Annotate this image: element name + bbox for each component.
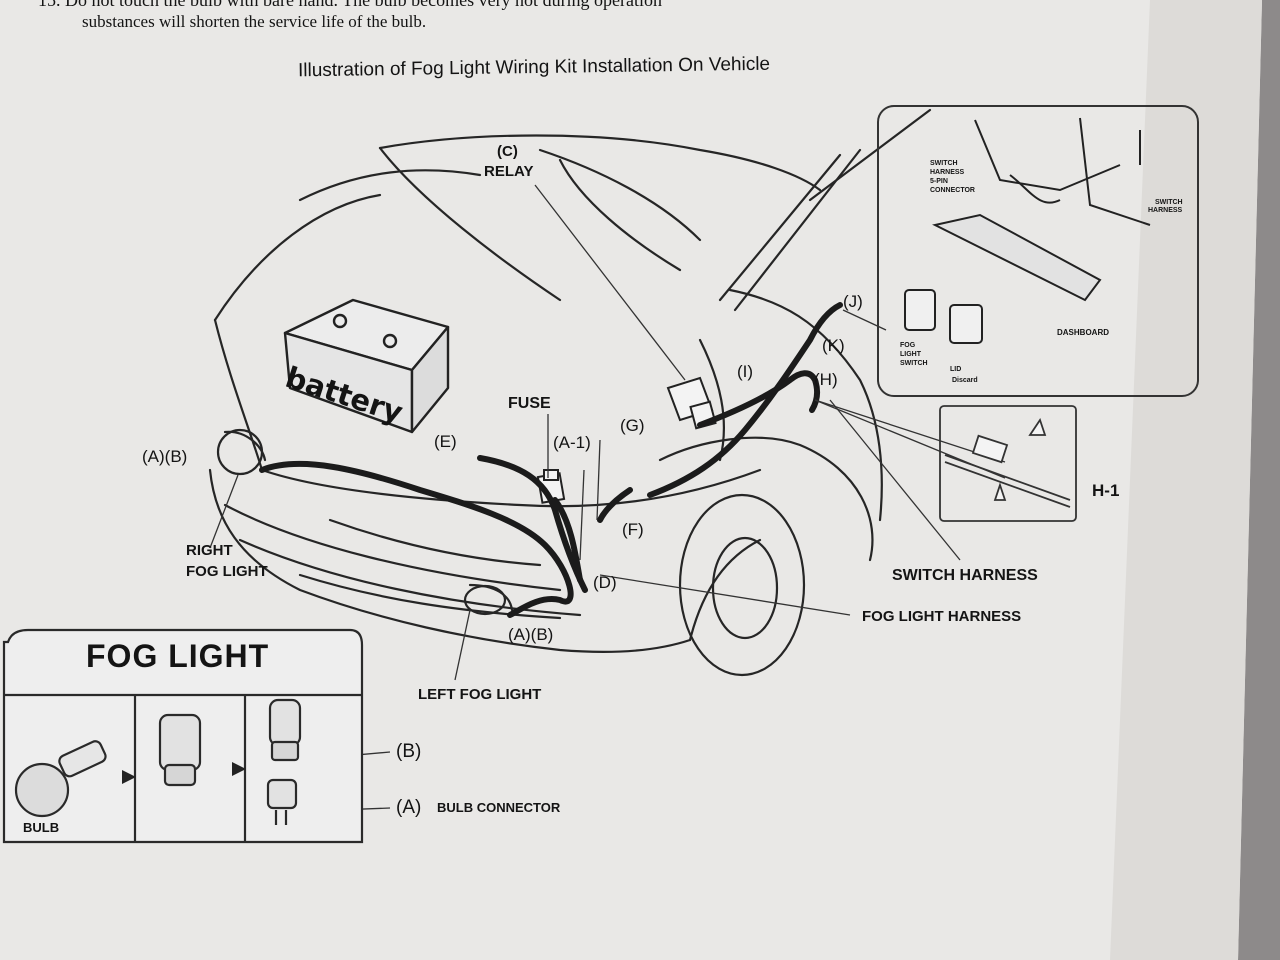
label-f: (F) (622, 520, 644, 539)
label-b: (B) (396, 741, 422, 762)
lid-label-1: LID (950, 366, 962, 373)
arrow-shapes (122, 762, 246, 784)
fog-light-box-title: FOG LIGHT (86, 638, 270, 674)
relay-shape (666, 376, 717, 430)
lid-label-2: Discard (952, 377, 978, 384)
connector-label-3: 5-PIN (930, 178, 948, 185)
label-h: (H) (814, 370, 838, 389)
label-a1: (A-1) (553, 433, 591, 452)
label-ab-left: (A)(B) (508, 625, 554, 644)
switch-harness-label: SWITCH HARNESS (892, 567, 1038, 584)
h1-label: H-1 (1092, 481, 1120, 500)
label-a: (A) (396, 797, 422, 818)
bulb-label: BULB (23, 820, 60, 835)
label-k: (K) (822, 336, 845, 355)
label-i: (I) (737, 362, 754, 381)
label-ab-right: (A)(B) (142, 447, 188, 466)
fog-switch-label-3: SWITCH (900, 360, 928, 367)
label-e: (E) (434, 432, 457, 451)
inset-switch-harness-2: HARNESS (1148, 207, 1183, 214)
fuse-label: FUSE (508, 395, 551, 412)
connector-label-2: HARNESS (930, 169, 965, 176)
label-j: (J) (843, 292, 863, 311)
connector-label-1: SWITCH (930, 160, 958, 167)
intro-line: 15. Do not touch the bulb with bare hand… (38, 0, 663, 10)
relay-label: RELAY (484, 163, 534, 180)
left-fog-label: LEFT FOG LIGHT (418, 686, 542, 703)
note-line: substances will shorten the service life… (82, 12, 427, 31)
dashboard-label: DASHBOARD (1057, 328, 1109, 337)
dashboard-inset-drawing (877, 105, 1199, 397)
relay-code-label: (C) (497, 143, 518, 160)
fuse-shape (536, 469, 566, 504)
fog-light-harness-label: FOG LIGHT HARNESS (862, 608, 1022, 625)
connector-label-4: CONNECTOR (930, 187, 975, 194)
right-fog-label-1: RIGHT (186, 542, 233, 559)
fog-switch-label-1: FOG (900, 342, 916, 349)
paper-shade (1110, 0, 1262, 960)
car-outline (208, 108, 932, 677)
label-d: (D) (593, 573, 617, 592)
fog-light-box-drawing (2, 628, 364, 844)
h1-inset-drawing (939, 405, 1077, 522)
label-g: (G) (620, 416, 645, 435)
fog-switch-label-2: LIGHT (900, 351, 921, 358)
bulb-connector-label: BULB CONNECTOR (437, 800, 561, 815)
right-fog-label-2: FOG LIGHT (186, 563, 268, 580)
inset-switch-harness-1: SWITCH (1155, 199, 1183, 206)
battery-shape (283, 298, 450, 434)
harness-cables (259, 302, 843, 618)
